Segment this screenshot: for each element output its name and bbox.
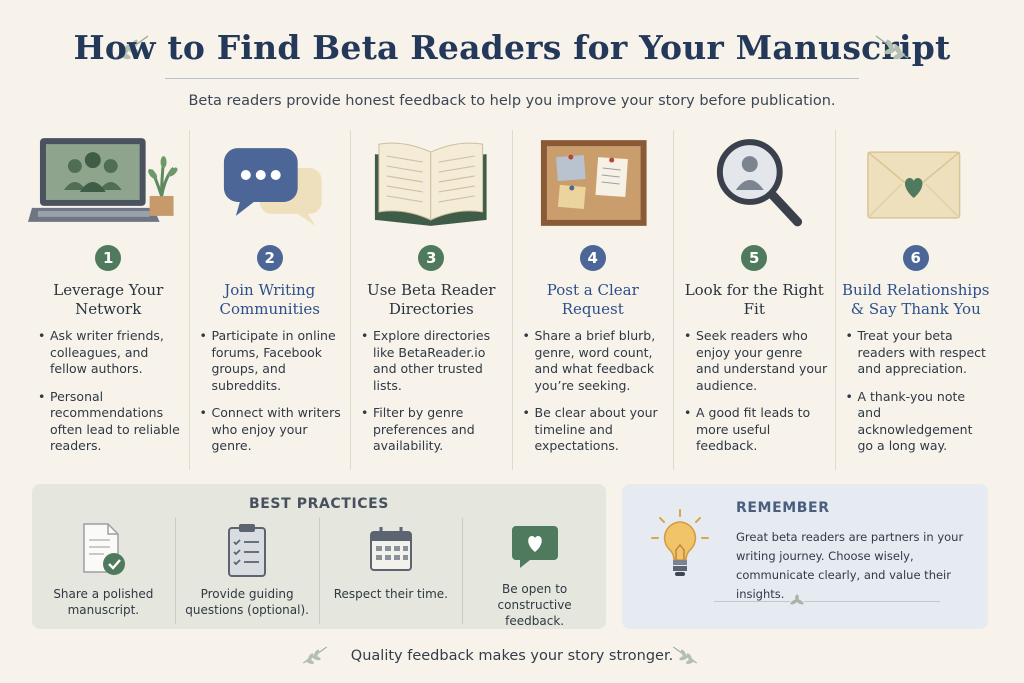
speech-heart-icon — [511, 526, 558, 568]
best-practice-label: Share a polished manuscript. — [53, 587, 154, 617]
laptop-video-call-icon — [28, 138, 178, 222]
best-practice-label: Respect their time. — [333, 587, 448, 601]
clipboard-checklist-icon — [228, 524, 267, 577]
best-practice-item: Be open to constructive feedback. — [462, 518, 606, 628]
open-book-icon — [374, 142, 487, 226]
step-title: Look for the Right Fit — [684, 281, 824, 318]
leaf-sprig-icon — [875, 35, 909, 60]
step-4: 4 Post a Clear Request Share a brief blu… — [513, 130, 674, 470]
step-bullets: Treat your beta readers with respect and… — [844, 328, 991, 466]
step-2: 2 Join Writing Communities Participate i… — [190, 130, 351, 470]
best-practice-label: Be open to constructive feedback. — [497, 582, 572, 628]
bullet-item: Filter by genre preferences and availabi… — [359, 405, 506, 455]
remember-title: REMEMBER — [736, 500, 830, 516]
step-title: Use Beta Reader Directories — [367, 281, 496, 318]
lightbulb-icon — [651, 509, 709, 576]
remember-text: Great beta readers are partners in your … — [736, 530, 964, 601]
bullet-item: Share a brief blurb, genre, word count, … — [521, 328, 668, 394]
step-number: 1 — [95, 245, 122, 271]
bullet-item: Personal recommendations often lead to r… — [36, 389, 183, 455]
best-practice-label: Provide guiding questions (optional). — [185, 587, 309, 617]
step-bullets: Share a brief blurb, genre, word count, … — [521, 328, 668, 466]
step-title: Join Writing Communities — [219, 281, 320, 318]
best-practice-item: Respect their time. — [318, 518, 463, 624]
step-number: 3 — [418, 245, 445, 271]
step-bullets: Ask writer friends, colleagues, and fell… — [36, 328, 183, 466]
remember-divider — [714, 601, 940, 602]
footer-text: Quality feedback makes your story strong… — [350, 648, 674, 664]
leaf-sprig-icon — [302, 646, 328, 664]
chat-bubbles-icon — [223, 148, 322, 226]
envelope-heart-icon — [866, 151, 960, 219]
best-practice-item: Share a polished manuscript. — [32, 518, 175, 624]
best-practices-panel: BEST PRACTICES Share a polished manuscri… — [32, 484, 606, 629]
magnifier-person-icon — [716, 139, 803, 227]
bullet-item: Connect with writers who enjoy your genr… — [198, 405, 345, 455]
page-title: How to Find Beta Readers for Your Manusc… — [73, 28, 951, 67]
bullet-item: Ask writer friends, colleagues, and fell… — [36, 328, 183, 378]
leaf-sprig-icon — [672, 646, 698, 664]
step-number: 6 — [902, 245, 929, 271]
best-practice-item: Provide guiding questions (optional). — [174, 518, 319, 624]
step-title: Leverage Your Network — [53, 281, 164, 318]
step-5: 5 Look for the Right Fit Seek readers wh… — [674, 130, 836, 470]
document-check-icon — [83, 523, 126, 575]
step-1: 1 Leverage Your Network Ask writer frien… — [28, 130, 190, 470]
best-practices-title: BEST PRACTICES — [249, 496, 389, 512]
step-bullets: Seek readers who enjoy your genre and un… — [682, 328, 829, 466]
step-title: Post a Clear Request — [546, 281, 639, 318]
bullet-item: A good fit leads to more useful feedback… — [682, 405, 829, 455]
title-divider — [165, 78, 859, 79]
bullet-item: Participate in online forums, Facebook g… — [198, 328, 345, 394]
bullet-item: Seek readers who enjoy your genre and un… — [682, 328, 829, 394]
step-bullets: Explore directories like BetaReader.io a… — [359, 328, 506, 466]
leaf-ornament-icon — [790, 594, 804, 608]
bulletin-board-icon — [540, 140, 647, 226]
bullet-item: A thank-you note and acknowledgement go … — [844, 389, 991, 455]
step-3: 3 Use Beta Reader Directories Explore di… — [351, 130, 513, 470]
leaf-sprig-icon — [115, 35, 149, 60]
step-number: 4 — [579, 245, 606, 271]
step-6: 6 Build Relationships & Say Thank You Tr… — [836, 130, 997, 470]
bullet-item: Explore directories like BetaReader.io a… — [359, 328, 506, 394]
step-title: Build Relationships & Say Thank You — [841, 281, 990, 318]
step-number: 5 — [741, 245, 768, 271]
step-bullets: Participate in online forums, Facebook g… — [198, 328, 345, 466]
steps-row: 1 Leverage Your Network Ask writer frien… — [28, 130, 996, 470]
calendar-icon — [369, 527, 412, 571]
page-subtitle: Beta readers provide honest feedback to … — [188, 93, 836, 109]
bullet-item: Treat your beta readers with respect and… — [844, 328, 991, 378]
step-number: 2 — [256, 245, 283, 271]
remember-panel: REMEMBER Great beta readers are partners… — [622, 484, 988, 629]
bullet-item: Be clear about your timeline and expecta… — [521, 405, 668, 455]
